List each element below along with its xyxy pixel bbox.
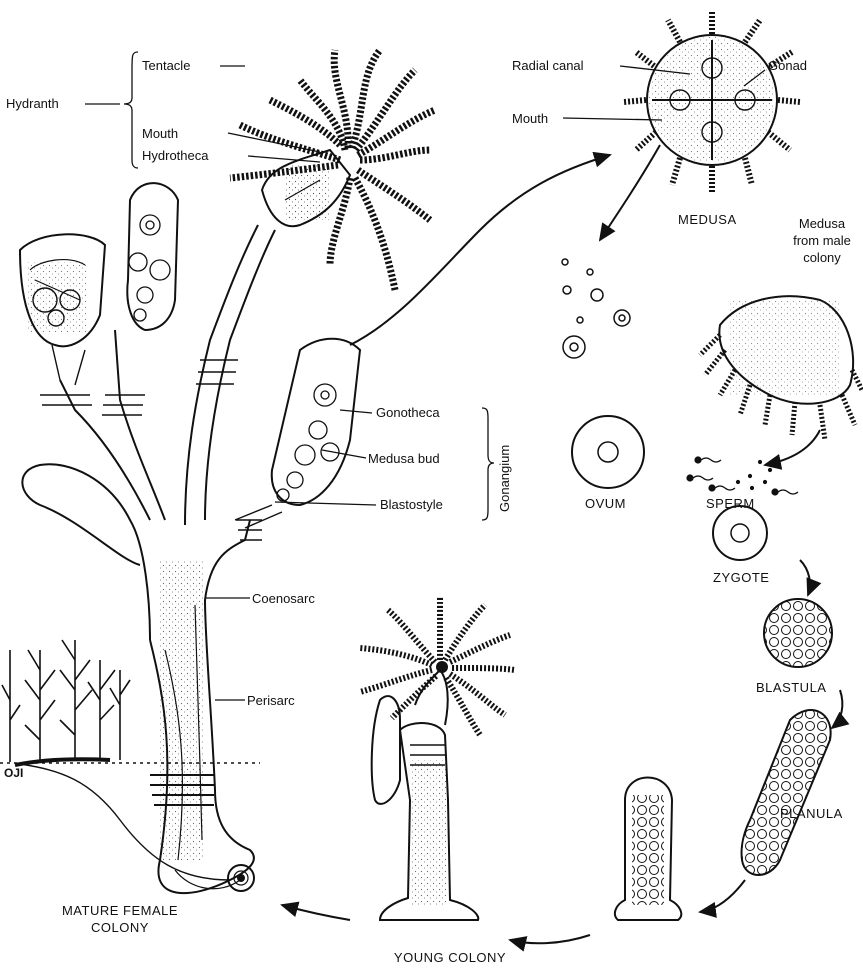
ova-scatter: [562, 259, 630, 358]
label-coenosarc: Coenosarc: [252, 591, 315, 606]
label-gonad: Gonad: [768, 58, 807, 73]
left-gonangium-stipple: [28, 262, 88, 332]
label-blastula: BLASTULA: [756, 680, 826, 696]
label-radial-canal: Radial canal: [512, 58, 584, 73]
young-colony-stipple: [412, 760, 446, 905]
label-mouth-polyp: Mouth: [142, 126, 178, 141]
medusa-to-ova-arrow: [600, 145, 660, 240]
coenosarc-stipple: [160, 560, 205, 860]
label-planula: PLANULA: [780, 806, 843, 822]
label-medusa-male-1: Medusa: [782, 216, 862, 231]
label-sperm: SPERM: [706, 496, 755, 512]
label-oji: OJI: [4, 766, 23, 781]
label-mouth-medusa: Mouth: [512, 111, 548, 126]
label-gonotheca: Gonotheca: [376, 405, 440, 420]
blastula: [764, 599, 832, 667]
central-gonangium: [235, 339, 360, 540]
label-ovum: OVUM: [585, 496, 626, 512]
label-hydrotheca: Hydrotheca: [142, 148, 208, 163]
label-perisarc: Perisarc: [247, 693, 295, 708]
label-medusa-bud: Medusa bud: [368, 451, 440, 466]
medusa-male-stipple: [730, 300, 840, 395]
label-medusa: MEDUSA: [678, 212, 737, 228]
label-blastostyle: Blastostyle: [380, 497, 443, 512]
young-to-mature-arrow: [282, 905, 350, 920]
upper-hydranth-tentacles: [230, 50, 435, 290]
label-mature-colony-2: COLONY: [20, 920, 220, 936]
settled-polyp: [615, 778, 681, 921]
label-medusa-male-2: from male: [782, 233, 862, 248]
label-tentacle: Tentacle: [142, 58, 190, 73]
label-medusa-male-3: colony: [782, 250, 862, 265]
male-to-sperm-arrow: [765, 430, 820, 465]
ovum: [572, 416, 644, 488]
planula: [742, 710, 831, 875]
planula-to-settled-arrow: [700, 880, 745, 912]
label-hydranth: Hydranth: [6, 96, 59, 111]
zygote: [713, 506, 767, 560]
colony-silhouette: [0, 640, 260, 880]
sperm: [687, 457, 798, 495]
young-colony-mouth: [436, 661, 448, 673]
second-gonangium: [127, 183, 178, 330]
label-zygote: ZYGOTE: [713, 570, 769, 586]
blastula-to-planula-arrow: [832, 690, 842, 728]
label-mature-colony-1: MATURE FEMALE: [20, 903, 220, 919]
settled-to-young-arrow: [510, 935, 590, 943]
label-young-colony: YOUNG COLONY: [350, 950, 550, 966]
label-gonangium: Gonangium: [497, 445, 512, 512]
release-path: [350, 155, 610, 345]
zygote-to-blastula-arrow: [800, 560, 810, 595]
